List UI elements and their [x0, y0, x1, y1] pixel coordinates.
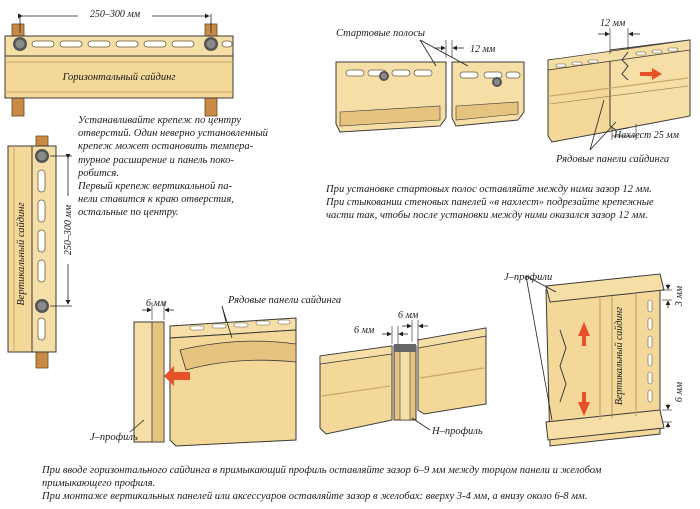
vertical-siding-right-label: Вертикальный сайдинг [614, 307, 625, 405]
overlap-25-label: Нахлест 25 мм [613, 130, 680, 141]
caption-line: При стыковании стеновых панелей «в нахле… [326, 197, 654, 209]
caption-line: остальные по центру. [78, 207, 179, 219]
start-strips-label: Стартовые полосы [336, 28, 425, 39]
row-panels-bottom-label: Рядовые панели сайдинга [227, 295, 341, 306]
gap-3-label: 3 мм [674, 285, 685, 307]
caption-line: турное расширение и панель поко- [78, 154, 234, 166]
nail-head-icon [204, 37, 218, 51]
j-profiles-right-label: J–профили [504, 272, 552, 283]
caption-line: При вводе горизонтального сайдинга в при… [42, 465, 602, 476]
gap-12-overlap-label: 12 мм [600, 18, 626, 29]
nail-head-icon [379, 71, 389, 81]
h-profile-label: H–профиль [431, 426, 483, 437]
start-strip-slots [345, 69, 521, 79]
arrow-up-icon [578, 322, 590, 346]
dim-250-300-left: 250–300 мм [63, 204, 74, 255]
dim-250-300-top: 250–300 мм [90, 9, 141, 20]
nail-head-icon [492, 77, 502, 87]
profile-gaps-caption: При вводе горизонтального сайдинга в при… [42, 464, 698, 504]
caption-line: Первый крепеж вертикальной па- [78, 181, 233, 193]
caption-line: Устанавливайте крепеж по центру [78, 115, 242, 126]
nail-head-icon [35, 149, 49, 163]
j-profile-figure: 6 мм Рядовые панели сайдинга J–профиль [90, 295, 341, 447]
caption-line: робится. [78, 167, 120, 179]
gap-6-h-right-label: 6 мм [398, 310, 419, 321]
caption-line: крепеж может остановить темпера- [78, 141, 254, 153]
h-profile-figure: 6 мм 6 мм H–профиль [319, 310, 487, 437]
arrow-left-icon [164, 366, 190, 386]
caption-line: При установке стартовых полос оставляйте… [326, 184, 652, 195]
vertical-siding-figure: 250–300 мм Вертикальный сайдинг [7, 135, 74, 369]
vertical-siding-label: Вертикальный сайдинг [16, 202, 27, 305]
nail-head-icon [35, 299, 49, 313]
caption-line: При монтаже вертикальных панелей или акс… [42, 491, 588, 503]
start-strips-figure: Стартовые полосы 12 мм [335, 28, 525, 133]
fastener-caption: Устанавливайте крепеж по центру отверсти… [78, 114, 308, 220]
j-profile-left-label: J–профиль [90, 432, 138, 443]
nail-slots-row [31, 40, 233, 48]
gap-6-bottom-label: 6 мм [674, 381, 685, 402]
gap-6-h-left-label: 6 мм [354, 325, 375, 336]
caption-line: нели ставится к краю отверстия, [78, 194, 234, 206]
caption-line: примыкающего профиля. [42, 478, 156, 490]
horizontal-siding-label: Горизонтальный сайдинг [62, 72, 176, 83]
vertical-j-profiles-figure: Вертикальный сайдинг J–профили 3 мм 6 мм [504, 272, 685, 447]
arrow-down-icon [578, 392, 590, 416]
vertical-nail-slots [37, 169, 46, 341]
caption-line: части так, чтобы после установки между н… [326, 210, 648, 222]
caption-line: отверстий. Один неверно установленный [78, 128, 268, 140]
horizontal-siding-figure: 250–300 мм Горизонтальный сайдинг [4, 8, 234, 117]
gap-6-j-label: 6 мм [146, 298, 167, 309]
gap-12-start-label: 12 мм [470, 44, 496, 55]
nail-head-icon [13, 37, 27, 51]
row-panels-top-label: Рядовые панели сайдинга [555, 154, 669, 165]
arrow-left-icon [640, 68, 662, 80]
start-strips-caption: При установке стартовых полос оставляйте… [326, 183, 696, 223]
overlap-panels-figure: 12 мм Нахлест 25 мм Рядовые панели сайди… [547, 18, 691, 165]
